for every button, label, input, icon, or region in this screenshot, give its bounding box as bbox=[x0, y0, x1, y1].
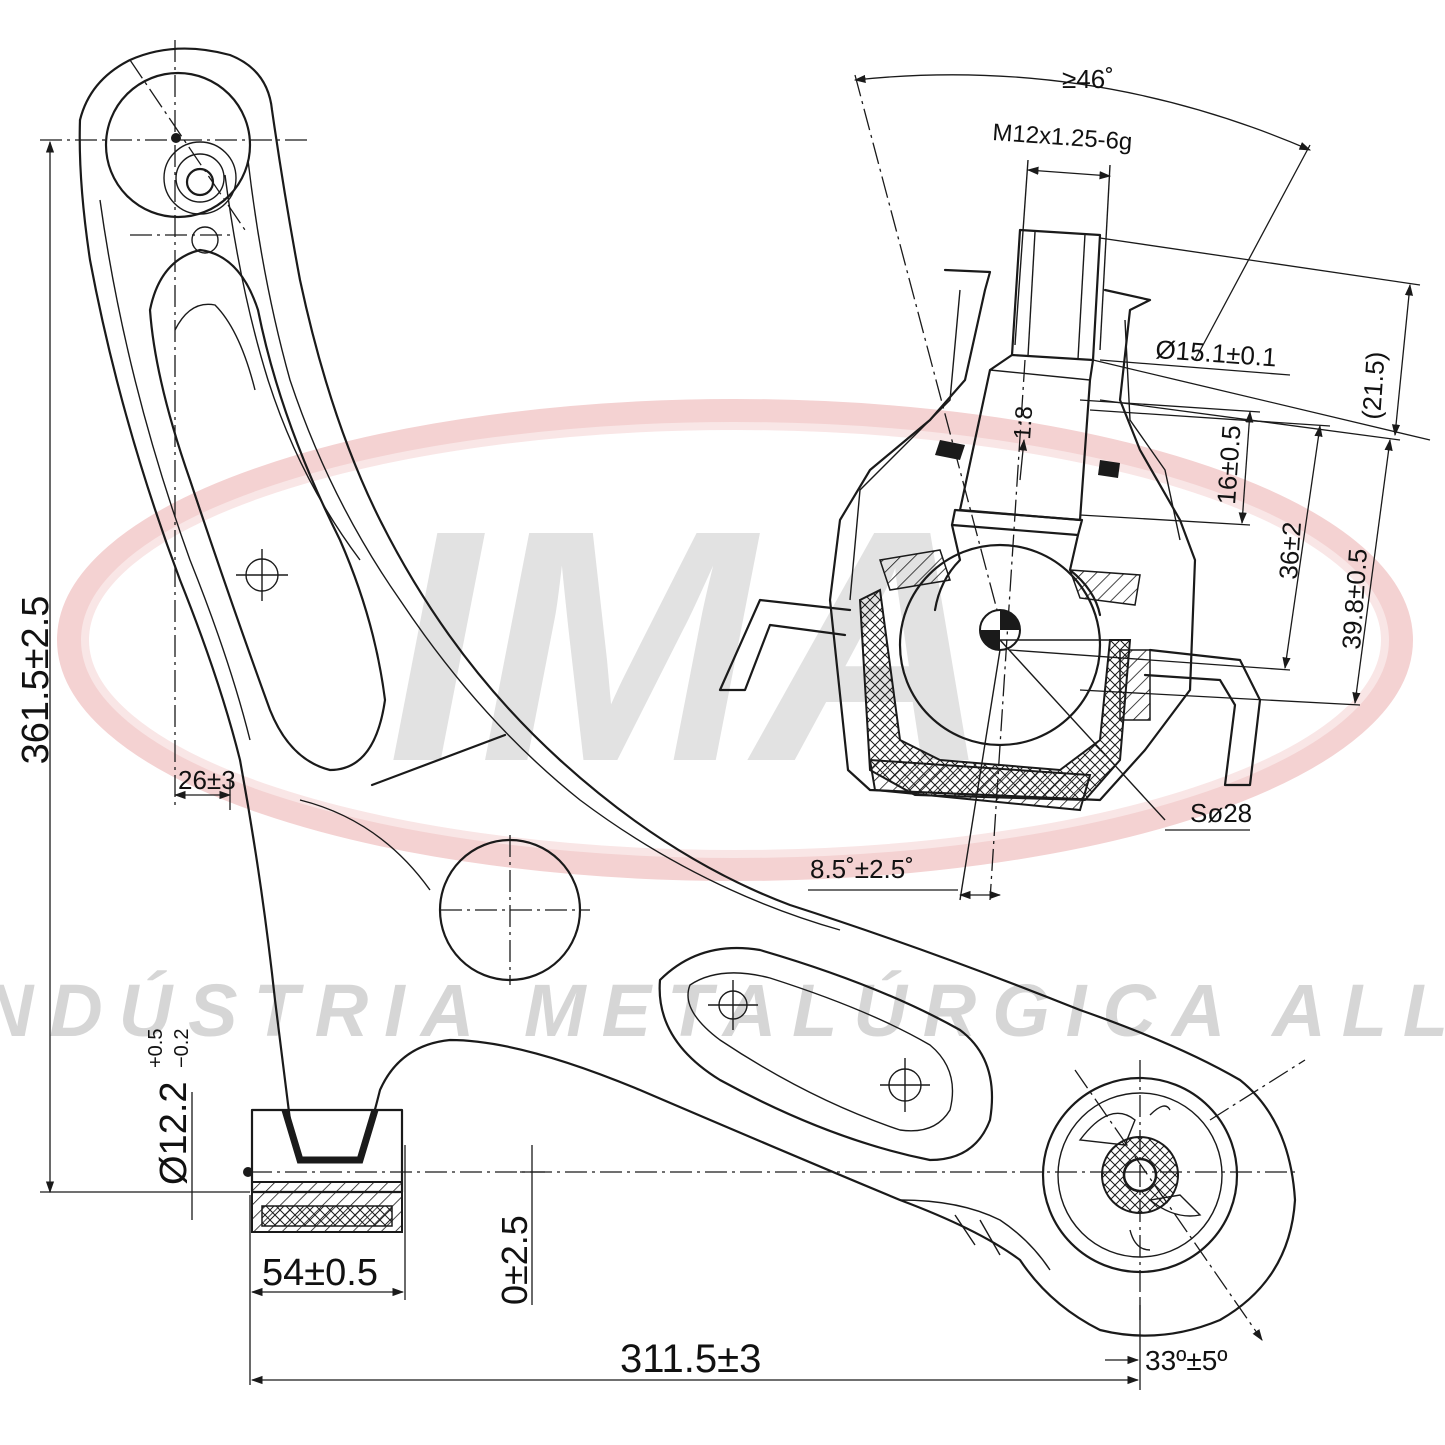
dim-bushing-angle: 33º±5º bbox=[1105, 1329, 1263, 1376]
dim-offset-26: 26±3 bbox=[173, 765, 236, 810]
dim-overall-height-text: 361.5±2.5 bbox=[15, 596, 57, 765]
dim-offset-26-text: 26±3 bbox=[178, 765, 236, 795]
watermark: IMA INDÚSTRIA METALÚRGICA ALLI bbox=[0, 399, 1445, 1052]
dim-overall-length-text: 311.5±3 bbox=[620, 1337, 761, 1381]
center-lines bbox=[40, 40, 1306, 1331]
tilt-angle-text: 8.5˚±2.5˚ bbox=[810, 854, 914, 884]
dim-39-8-text: 39.8±0.5 bbox=[1336, 548, 1373, 651]
dim-overall-length: 311.5±3 bbox=[250, 1300, 1141, 1390]
ball-diameter-text: Sø28 bbox=[1190, 798, 1252, 828]
dim-36-text: 36±2 bbox=[1273, 521, 1307, 581]
center-mark-3 bbox=[880, 1058, 930, 1112]
center-mark-2 bbox=[708, 980, 758, 1030]
dim-vertical-offset: 0±2.5 bbox=[494, 1145, 545, 1305]
dim-bushing-width: 54±0.5 bbox=[249, 1145, 406, 1385]
thread-length-text: (21.5) bbox=[1356, 351, 1391, 421]
dim-vertical-offset-text: 0±2.5 bbox=[494, 1215, 535, 1305]
center-mark-1 bbox=[236, 549, 288, 601]
swing-angle-text: ≥46˚ bbox=[1062, 64, 1114, 94]
dim-16-text: 16±0.5 bbox=[1211, 424, 1246, 505]
dim-bushing-tol-lower: −0.2 bbox=[171, 1029, 193, 1068]
dim-bushing-width-text: 54±0.5 bbox=[262, 1252, 378, 1294]
watermark-company: INDÚSTRIA METALÚRGICA ALLI bbox=[0, 969, 1445, 1052]
dim-bushing-tol-upper: +0.5 bbox=[145, 1029, 167, 1068]
stud-diameter-text: Ø15.1±0.1 bbox=[1155, 334, 1278, 372]
watermark-ring bbox=[57, 399, 1413, 881]
control-arm-body bbox=[78, 47, 1297, 1337]
thread-text: M12x1.25-6g bbox=[992, 119, 1134, 156]
dim-bushing-diameter: Ø12.2 +0.5 −0.2 bbox=[145, 1029, 195, 1220]
dim-bushing-angle-text: 33º±5º bbox=[1145, 1345, 1228, 1376]
dim-overall-height: 361.5±2.5 bbox=[15, 140, 250, 1194]
dim-bushing-diameter-text: Ø12.2 bbox=[153, 1081, 195, 1185]
taper-text: 1:8 bbox=[1009, 405, 1038, 440]
ball-joint-section: ≥46˚ M12x1.25-6g bbox=[718, 64, 1431, 901]
